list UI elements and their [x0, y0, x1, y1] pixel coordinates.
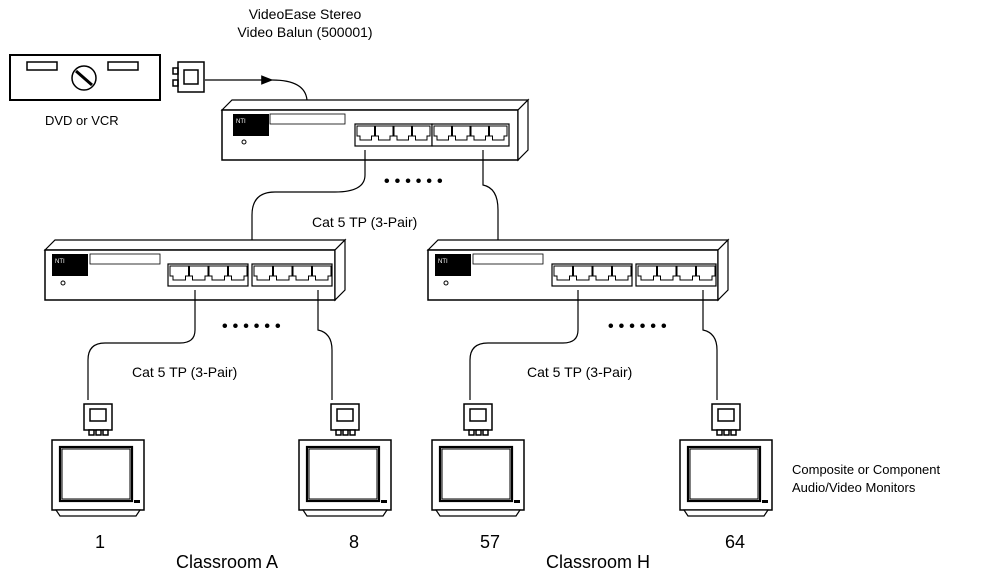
balun-title: VideoEase Stereo Video Balun (500001) — [205, 5, 405, 41]
port-icon — [356, 125, 375, 141]
cable-hub-a-to-monitor-1 — [87, 290, 196, 400]
continuation-dots-top: •••••• — [384, 173, 448, 190]
continuation-dots-left: •••••• — [222, 318, 286, 335]
hub-icon: NTI — [426, 238, 730, 302]
cable-hub-a-to-monitor-8 — [317, 290, 333, 400]
port-icon — [393, 125, 412, 141]
port-icon — [312, 265, 332, 281]
svg-text:NTI: NTI — [438, 259, 448, 265]
hub-icon: NTI — [43, 238, 347, 302]
port-icon — [452, 125, 471, 141]
cable-hub-h-to-monitor-57 — [469, 290, 579, 400]
port-icon — [433, 125, 452, 141]
cable-label-top: Cat 5 TP (3-Pair) — [312, 214, 418, 230]
balun-icon — [172, 61, 205, 93]
port-icon — [292, 265, 312, 281]
continuation-dots-right: •••••• — [608, 318, 672, 335]
cable-label-left: Cat 5 TP (3-Pair) — [132, 364, 238, 380]
cable-master-to-hub-a — [251, 150, 366, 240]
balun-title-line1: VideoEase Stereo — [248, 6, 362, 22]
port-icon — [253, 265, 273, 281]
monitor-icon — [679, 403, 773, 517]
port-icon — [470, 125, 489, 141]
port-icon — [169, 265, 189, 281]
cable-master-to-hub-h — [482, 150, 499, 240]
port-icon — [189, 265, 209, 281]
port-icon — [412, 125, 431, 141]
port-icon — [208, 265, 228, 281]
monitor-icon — [431, 403, 525, 517]
port-icon — [489, 125, 508, 141]
dvd-vcr-icon — [9, 54, 161, 101]
monitor-number-1: 1 — [94, 532, 105, 552]
cable-hub-h-to-monitor-64 — [702, 290, 718, 400]
balun-icon — [83, 403, 113, 436]
source-label: DVD or VCR — [45, 113, 119, 128]
monitor-icon — [51, 403, 145, 517]
port-icon — [657, 265, 677, 281]
cable-label-right: Cat 5 TP (3-Pair) — [527, 364, 633, 380]
svg-text:NTI: NTI — [236, 119, 246, 125]
port-icon — [592, 265, 612, 281]
monitor-note-line1: Composite or Component — [792, 462, 941, 477]
balun-icon — [330, 403, 360, 436]
port-icon — [553, 265, 573, 281]
balun-to-hub-cable — [271, 79, 308, 101]
port-icon — [696, 265, 716, 281]
classroom-a-label: Classroom A — [176, 552, 279, 572]
monitor-number-64: 64 — [724, 532, 746, 552]
hub-icon: NTI — [220, 98, 530, 162]
monitor-number-57: 57 — [479, 532, 501, 552]
port-icon — [228, 265, 248, 281]
monitor-number-8: 8 — [348, 532, 359, 552]
port-icon — [612, 265, 632, 281]
monitor-icon — [298, 403, 392, 517]
balun-icon — [711, 403, 741, 436]
port-icon — [637, 265, 657, 281]
port-icon — [676, 265, 696, 281]
port-icon — [573, 265, 593, 281]
port-icon — [273, 265, 293, 281]
monitor-note-line2: Audio/Video Monitors — [792, 480, 916, 495]
svg-text:NTI: NTI — [55, 259, 65, 265]
balun-title-line2: Video Balun (500001) — [237, 24, 373, 40]
classroom-h-label: Classroom H — [546, 552, 651, 572]
port-icon — [375, 125, 394, 141]
monitor-note: Composite or Component Audio/Video Monit… — [792, 461, 940, 497]
balun-icon — [463, 403, 493, 436]
